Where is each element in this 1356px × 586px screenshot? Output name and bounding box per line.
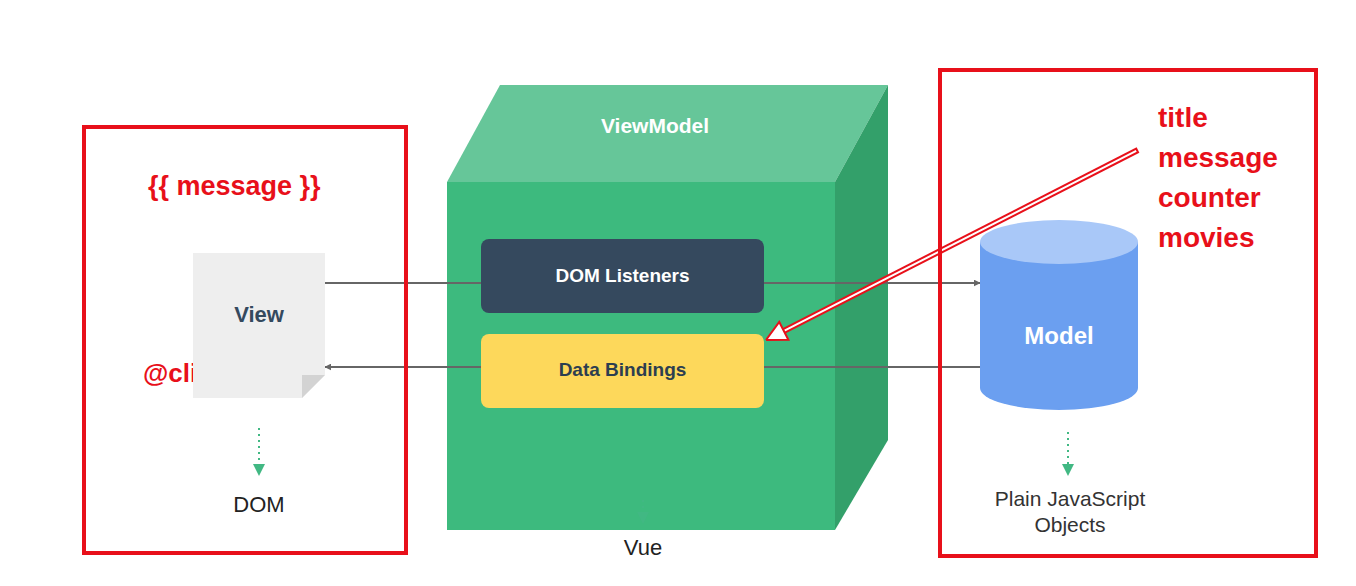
viewmodel-label: ViewModel [545, 113, 765, 138]
cube-front-face [447, 182, 835, 530]
vue-label: Vue [583, 535, 703, 561]
dom-label: DOM [190, 492, 328, 518]
view-region: {{ message }}@click=""DOMView [82, 125, 408, 555]
flow-line [764, 367, 980, 368]
cube-side-face [835, 85, 888, 530]
model-region: title message counter moviesPlain JavaSc… [938, 68, 1318, 558]
dom-listeners-label: DOM Listeners [481, 265, 764, 288]
data-bindings-label: Data Bindings [481, 359, 764, 382]
dotted-arrow-heads [253, 464, 1074, 524]
template-interpolation: {{ message }} [148, 170, 388, 202]
model-label: Model [980, 322, 1138, 351]
flow-line [325, 283, 481, 284]
cylinder-shape [980, 220, 1138, 410]
model-cylinder: Model [980, 220, 1138, 410]
flow-line-path [325, 366, 481, 368]
view-document: View [193, 253, 325, 398]
view-label: View [193, 302, 325, 328]
data-bindings-bar: Data Bindings [481, 334, 764, 408]
callout-arrowhead [766, 322, 788, 340]
dotted-arrows [259, 428, 1068, 512]
dom-listeners-bar: DOM Listeners [481, 239, 764, 313]
flow-line-path [764, 366, 980, 368]
viewmodel-cube: ViewModelDOM ListenersData Bindings [447, 85, 888, 530]
flow-line-path [325, 282, 481, 284]
cube-top-face [447, 85, 888, 182]
flow-line [325, 367, 481, 368]
model-fields: title message counter movies [1158, 98, 1278, 258]
plain-objects-label: Plain JavaScript Objects [965, 486, 1175, 538]
